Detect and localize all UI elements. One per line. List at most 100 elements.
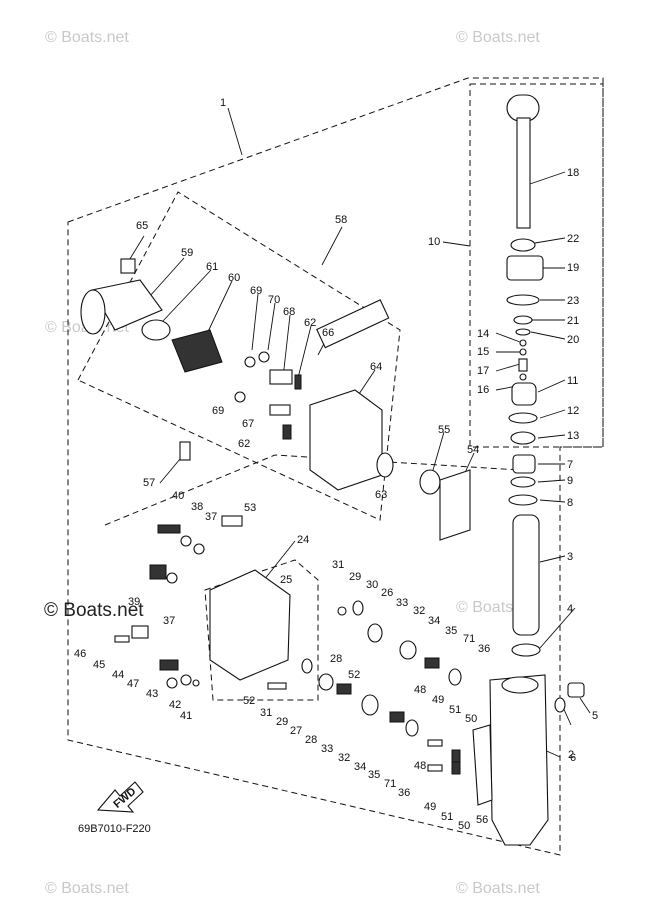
- part-21: [513, 315, 533, 325]
- wire-lead-66: [316, 299, 390, 349]
- callout-label: 49: [424, 801, 436, 813]
- part-43: [166, 677, 178, 689]
- callout-label: 14: [477, 328, 489, 340]
- assembly-10-outline: [469, 83, 604, 448]
- callout-label: 16: [477, 384, 489, 396]
- part-37b: [166, 572, 178, 584]
- callout-label: 32: [338, 752, 350, 764]
- callout-label: 38: [191, 501, 203, 513]
- callout-label: 32: [413, 605, 425, 617]
- callout-label: 47: [127, 678, 139, 690]
- watermark: © Boats.net: [45, 29, 129, 46]
- motor-housing-end: [80, 289, 106, 335]
- part-31: [337, 606, 347, 616]
- callout-label: 50: [458, 820, 470, 832]
- spring-39: [149, 564, 167, 580]
- screw-69b: [234, 391, 246, 403]
- fwd-arrow-icon: [96, 781, 144, 813]
- oring-55: [419, 469, 441, 495]
- callout-label: 48: [414, 760, 426, 772]
- part-63: [376, 452, 394, 478]
- bolt-57: [179, 441, 191, 461]
- pin-48: [427, 739, 443, 747]
- callout-label: 11: [567, 375, 578, 387]
- callout-label: 12: [567, 405, 579, 417]
- callout-label: 53: [244, 502, 256, 514]
- part-16: [519, 373, 527, 381]
- part-37: [193, 543, 205, 555]
- tilt-cylinder-body-2: [489, 674, 549, 846]
- center-watermark: © Boats.net: [44, 600, 144, 621]
- callout-label: 34: [428, 615, 440, 627]
- part-7: [512, 454, 536, 474]
- motor-assembly-58-outline: [77, 191, 401, 521]
- spring-34: [424, 657, 440, 669]
- part-22: [510, 238, 536, 252]
- callout-label: 18: [567, 167, 579, 179]
- callout-label: 61: [206, 261, 218, 273]
- part-6: [554, 697, 566, 713]
- part-13: [510, 431, 536, 445]
- spring-28: [336, 683, 352, 695]
- part-29: [352, 600, 364, 616]
- callout-label: 50: [465, 713, 477, 725]
- callout-label: 56: [476, 814, 488, 826]
- part-12: [508, 412, 538, 424]
- callout-label: 17: [477, 365, 489, 377]
- callout-label: 1: [220, 97, 226, 109]
- motor-assembly: [80, 258, 471, 541]
- part-42: [180, 674, 192, 686]
- callout-label: 33: [321, 743, 333, 755]
- callout-label: 65: [136, 220, 148, 232]
- pin-48b: [427, 764, 443, 772]
- part-32b: [361, 694, 379, 716]
- callout-label: 41: [180, 710, 192, 722]
- callout-label: 70: [268, 294, 280, 306]
- callout-label: 63: [375, 489, 387, 501]
- valve-body-25: [209, 569, 291, 681]
- callout-label: 59: [181, 247, 193, 259]
- spring-51: [451, 749, 461, 763]
- spring-62: [294, 374, 302, 390]
- callout-label: 60: [228, 272, 240, 284]
- bolt-53: [221, 515, 243, 527]
- callout-label: 51: [449, 704, 461, 716]
- watermark-layer: © Boats.net © Boats.net © Boats.net © Bo…: [44, 29, 540, 897]
- screw-70: [258, 351, 270, 363]
- callout-label: 42: [169, 699, 181, 711]
- callout-label: 7: [567, 459, 573, 471]
- callout-label: 22: [567, 233, 579, 245]
- callout-label: 31: [260, 707, 272, 719]
- callout-label: 29: [349, 571, 361, 583]
- valve-assembly-24-outline: [204, 559, 319, 701]
- callout-label: 54: [467, 444, 479, 456]
- callout-label: 19: [567, 262, 579, 274]
- part-36b: [405, 719, 419, 737]
- callout-label: 15: [477, 346, 489, 358]
- brush-holder-68: [269, 369, 293, 385]
- piston-11: [511, 382, 537, 406]
- screw-69: [244, 356, 256, 368]
- spring-40: [157, 524, 181, 534]
- callout-label: 25: [280, 574, 292, 586]
- callout-label: 55: [438, 424, 450, 436]
- callout-label: 39: [128, 596, 140, 608]
- callout-label: 13: [567, 430, 579, 442]
- part-41: [192, 679, 200, 687]
- part-8: [508, 494, 538, 506]
- diagram-code: 69B7010-F220: [78, 823, 151, 835]
- brush-67: [269, 404, 291, 416]
- part-19: [506, 255, 544, 281]
- part-23: [506, 294, 540, 306]
- callout-label: 5: [592, 710, 598, 722]
- callout-label: 49: [432, 694, 444, 706]
- callout-label: 37: [163, 615, 175, 627]
- part-56: [472, 724, 493, 806]
- cylinder-3: [512, 514, 540, 636]
- oring-4: [511, 643, 541, 657]
- callout-label: 46: [74, 648, 86, 660]
- callout-label: 36: [478, 643, 490, 655]
- pump-assembly: [114, 441, 462, 775]
- callout-label: 26: [381, 587, 393, 599]
